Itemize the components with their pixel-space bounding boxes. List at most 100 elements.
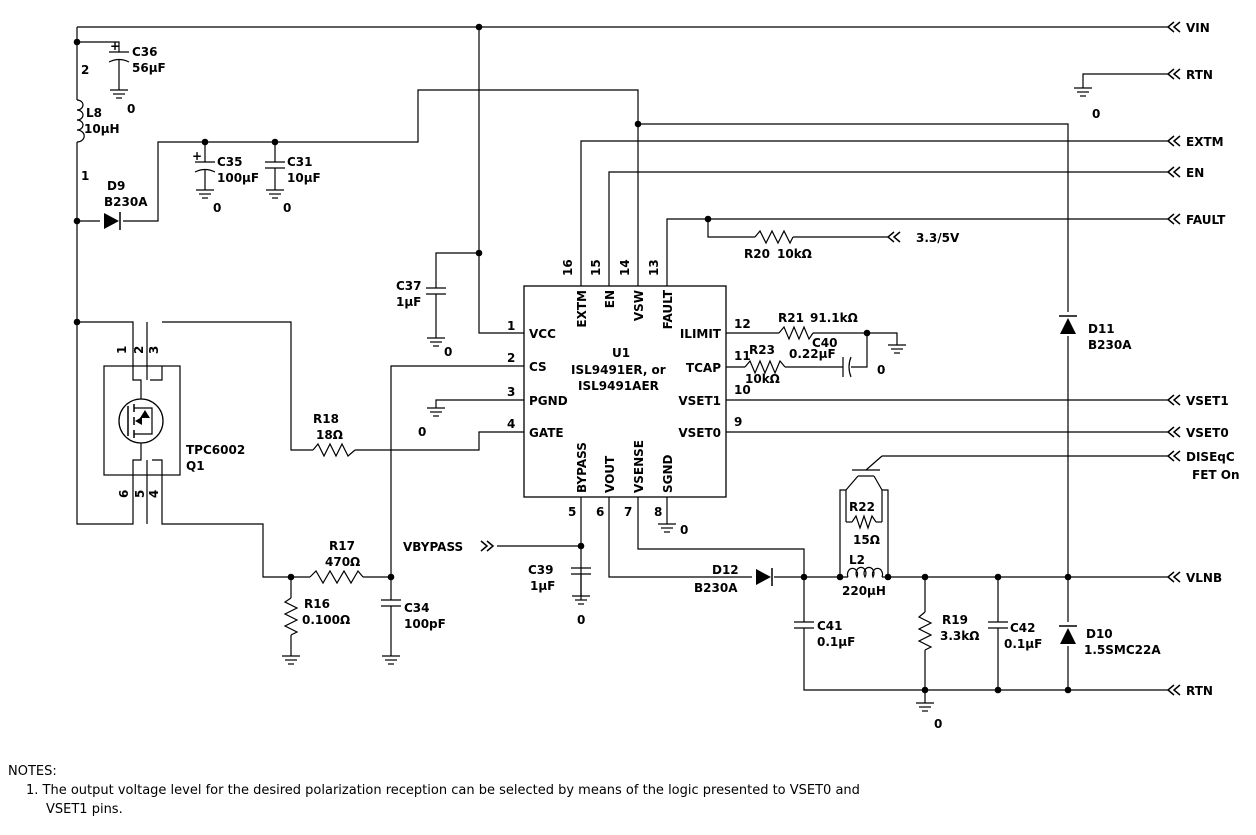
svg-text:0: 0 <box>127 102 135 116</box>
svg-text:VSET0: VSET0 <box>1186 426 1229 440</box>
svg-text:3: 3 <box>507 385 515 399</box>
svg-text:R23: R23 <box>749 343 775 357</box>
port-en: EN <box>1167 166 1204 180</box>
notes-section: NOTES: 1. The output voltage level for t… <box>8 762 1046 819</box>
svg-text:SGND: SGND <box>661 454 675 493</box>
svg-text:1µF: 1µF <box>530 579 555 593</box>
ic-part-2: ISL9491AER <box>578 379 659 393</box>
svg-text:FET On: FET On <box>1192 468 1240 482</box>
port-vin: VIN <box>1167 21 1210 35</box>
svg-text:10µF: 10µF <box>287 171 321 185</box>
svg-text:VSENSE: VSENSE <box>632 440 646 493</box>
svg-text:C34: C34 <box>404 601 430 615</box>
svg-text:C35: C35 <box>217 155 243 169</box>
svg-text:C39: C39 <box>528 563 554 577</box>
svg-text:VSET0: VSET0 <box>678 426 721 440</box>
svg-text:+: + <box>192 149 202 163</box>
svg-text:D10: D10 <box>1086 627 1113 641</box>
note-item-1-line-1: 1. The output voltage level for the desi… <box>26 783 860 798</box>
svg-text:0: 0 <box>934 717 942 731</box>
capacitor-c42: C42 0.1µF <box>988 621 1042 651</box>
fet-diseqc <box>845 455 883 491</box>
ground-rtn-top: 0 <box>1073 87 1100 121</box>
svg-text:VBYPASS: VBYPASS <box>403 540 463 554</box>
svg-text:R19: R19 <box>942 613 968 627</box>
capacitor-c35: + C35 100µF 0 <box>192 149 259 215</box>
svg-text:C41: C41 <box>817 619 843 633</box>
resistor-r20: R20 10kΩ <box>744 229 812 261</box>
svg-text:0: 0 <box>877 363 885 377</box>
svg-text:C40: C40 <box>812 336 838 350</box>
svg-text:1: 1 <box>115 346 129 354</box>
svg-text:BYPASS: BYPASS <box>575 442 589 493</box>
diode-d10: D10 1.5SMC22A <box>1059 625 1161 657</box>
capacitor-c40: C40 0.22µF 0 <box>789 336 885 378</box>
svg-text:56µF: 56µF <box>132 61 166 75</box>
svg-text:C36: C36 <box>132 45 158 59</box>
svg-text:R21: R21 <box>778 311 804 325</box>
svg-text:3.3kΩ: 3.3kΩ <box>940 629 979 643</box>
svg-text:FAULT: FAULT <box>1186 213 1226 227</box>
note-item-1-line-2: VSET1 pins. <box>46 802 123 817</box>
svg-text:220µH: 220µH <box>842 584 886 598</box>
svg-text:C31: C31 <box>287 155 313 169</box>
resistor-r16: R16 0.100Ω <box>281 597 350 665</box>
capacitor-c37: C37 1µF 0 <box>396 279 452 359</box>
svg-text:10µH: 10µH <box>84 122 120 136</box>
svg-text:91.1kΩ: 91.1kΩ <box>810 311 858 325</box>
svg-text:R18: R18 <box>313 412 339 426</box>
notes-heading: NOTES: <box>8 764 57 779</box>
svg-text:VOUT: VOUT <box>603 455 617 493</box>
svg-text:13: 13 <box>647 259 661 276</box>
svg-text:B230A: B230A <box>694 581 738 595</box>
svg-text:18Ω: 18Ω <box>316 428 343 442</box>
svg-text:7: 7 <box>624 505 632 519</box>
ground-pgnd: 0 <box>418 407 446 439</box>
svg-text:FAULT: FAULT <box>661 289 675 329</box>
svg-text:0: 0 <box>577 613 585 627</box>
inductor-l8: 2 1 L8 10µH <box>76 63 120 183</box>
svg-text:15Ω: 15Ω <box>853 533 880 547</box>
svg-text:2: 2 <box>81 63 89 77</box>
svg-text:470Ω: 470Ω <box>325 555 360 569</box>
svg-text:5: 5 <box>568 505 576 519</box>
ground-sgnd: 0 <box>657 523 688 537</box>
svg-text:0: 0 <box>444 345 452 359</box>
svg-text:1: 1 <box>81 169 89 183</box>
svg-text:B230A: B230A <box>104 195 148 209</box>
svg-text:R16: R16 <box>304 597 330 611</box>
svg-text:10: 10 <box>734 383 751 397</box>
svg-text:C42: C42 <box>1010 621 1036 635</box>
capacitor-c36: + C36 56µF 0 <box>108 39 166 116</box>
ic-part-1: ISL9491ER, or <box>571 363 666 377</box>
svg-text:100µF: 100µF <box>217 171 259 185</box>
resistor-r17: R17 470Ω <box>309 539 364 585</box>
svg-text:5: 5 <box>133 490 147 498</box>
svg-text:PGND: PGND <box>529 394 568 408</box>
svg-text:+: + <box>110 39 120 53</box>
svg-text:VLNB: VLNB <box>1186 571 1222 585</box>
resistor-r21: R21 91.1kΩ <box>778 311 858 341</box>
svg-text:B230A: B230A <box>1088 338 1132 352</box>
port-vset0: VSET0 <box>1167 426 1229 440</box>
svg-text:0: 0 <box>213 201 221 215</box>
diode-d9: D9 B230A <box>104 179 148 230</box>
resistor-r18: R18 18Ω <box>312 412 356 458</box>
svg-text:R20: R20 <box>744 247 770 261</box>
port-rtn-bottom: RTN <box>1167 684 1213 698</box>
svg-text:VCC: VCC <box>529 327 556 341</box>
svg-text:10kΩ: 10kΩ <box>745 372 780 386</box>
svg-text:11: 11 <box>734 349 751 363</box>
svg-text:R17: R17 <box>329 539 355 553</box>
svg-text:15: 15 <box>589 259 603 276</box>
ground-bottom: 0 <box>915 702 942 731</box>
svg-text:0.1µF: 0.1µF <box>817 635 855 649</box>
port-vset1: VSET1 <box>1167 394 1229 408</box>
junction-dots <box>73 23 1072 694</box>
svg-text:VIN: VIN <box>1186 21 1210 35</box>
svg-text:RTN: RTN <box>1186 684 1213 698</box>
svg-text:CS: CS <box>529 360 547 374</box>
svg-text:1.5SMC22A: 1.5SMC22A <box>1084 643 1161 657</box>
diode-d11: D11 B230A <box>1059 315 1132 352</box>
svg-text:1: 1 <box>507 319 515 333</box>
